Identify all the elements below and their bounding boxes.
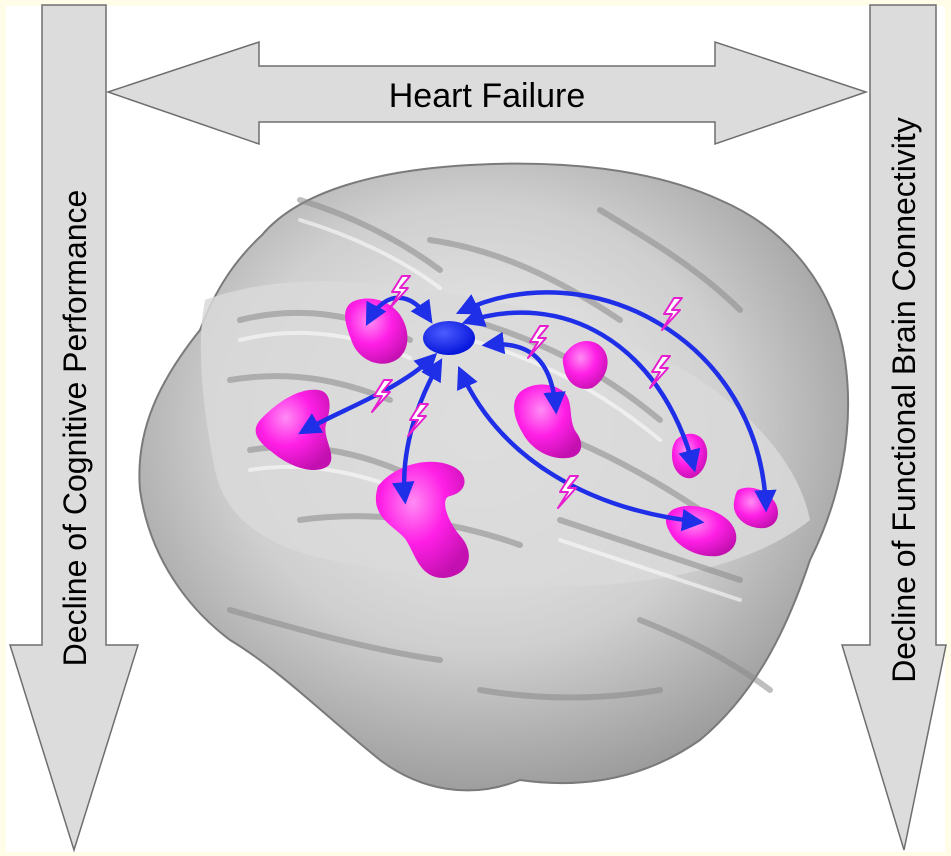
cognitive-decline-label: Decline of Cognitive Performance — [57, 190, 93, 667]
heart-failure-label: Heart Failure — [389, 77, 586, 115]
connectivity-decline-label: Decline of Functional Brain Connectivity — [886, 117, 922, 683]
hub-region — [423, 321, 475, 355]
